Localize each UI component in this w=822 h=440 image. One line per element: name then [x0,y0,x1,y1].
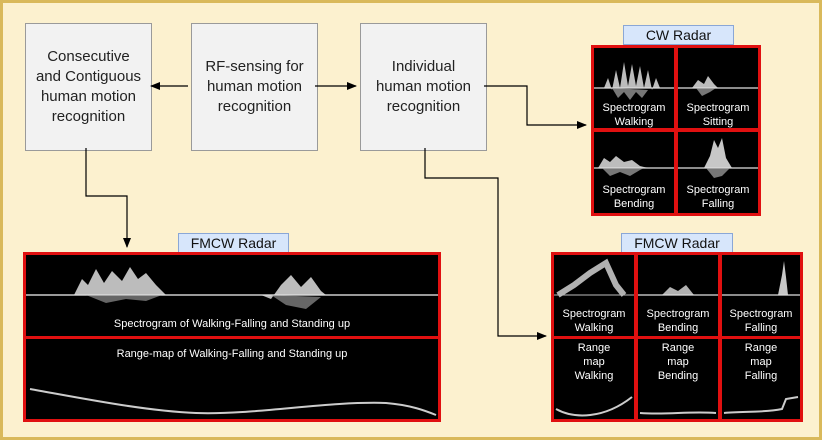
consecutive-range-map-label: Range-map of Walking-Falling and Standin… [116,348,348,360]
consecutive-range-map: Range-map of Walking-Falling and Standin… [26,339,438,419]
consecutive-recognition-box: Consecutive and Contiguous human motion … [25,23,152,151]
cw-bending-signal [594,156,674,176]
arrow-individual-to-fmcw [424,148,547,340]
fmcw-bending-range [639,411,717,415]
fmcw-bending-signal [638,285,718,296]
fmcw-cell-label: Spectrogram Falling [729,308,793,334]
fmcw-spectrogram-walking: Spectrogram Walking [554,255,634,336]
fmcw-falling-range [723,396,799,414]
cw-radar-label: CW Radar [623,25,734,45]
fmcw-cell-label: Range map Falling [744,342,778,382]
rf-sensing-box: RF-sensing for human motion recognition [191,23,318,151]
fmcw-range-map-falling: Range map Falling [722,339,800,419]
cw-walking-signal [594,62,674,100]
fmcw-cell-label: Spectrogram Walking [562,308,626,334]
cw-sitting-signal [678,76,758,96]
fmcw-individual-panel: Spectrogram Walking Spectrogram Bending … [551,252,803,422]
cw-spectrogram-walking: Spectrogram Walking [594,48,674,128]
fmcw-spectrogram-bending: Spectrogram Bending [638,255,718,336]
arrow-individual-to-cw [484,85,587,129]
arrow-consecutive-to-fmcw [85,148,131,248]
cw-cell-label: Spectrogram Sitting [686,102,750,128]
fmcw-radar-label-left: FMCW Radar [178,233,289,253]
individual-recognition-box: Individual human motion recognition [360,23,487,151]
fmcw-walking-signal [554,258,634,298]
consecutive-spectrogram-label: Spectrogram of Walking-Falling and Stand… [113,318,351,330]
cw-cell-label: Spectrogram Bending [602,184,666,210]
cw-spectrogram-falling: Spectrogram Falling [678,132,758,213]
cw-radar-panel: Spectrogram Walking Spectrogram Sitting … [591,45,761,216]
fmcw-cell-label: Spectrogram Bending [646,308,710,334]
connector-arrows [85,82,587,340]
fmcw-cell-label: Range map Bending [657,342,699,382]
fmcw-spectrogram-falling: Spectrogram Falling [722,255,800,336]
fmcw-falling-signal [722,261,800,296]
fmcw-consecutive-panel: Spectrogram of Walking-Falling and Stand… [23,252,441,422]
cw-spectrogram-bending: Spectrogram Bending [594,132,674,213]
cw-spectrogram-sitting: Spectrogram Sitting [678,48,758,128]
cw-cell-label: Spectrogram Walking [602,102,666,128]
fmcw-range-map-walking: Range map Walking [554,339,634,419]
consecutive-spectrogram: Spectrogram of Walking-Falling and Stand… [26,255,438,336]
consecutive-range-signal [29,388,437,416]
fmcw-cell-label: Range map Walking [574,342,614,382]
cw-cell-label: Spectrogram Falling [686,184,750,210]
consecutive-spectrogram-signal [26,267,438,309]
fmcw-range-map-bending: Range map Bending [638,339,718,419]
cw-falling-signal [678,138,758,178]
fmcw-walking-range [555,396,633,417]
